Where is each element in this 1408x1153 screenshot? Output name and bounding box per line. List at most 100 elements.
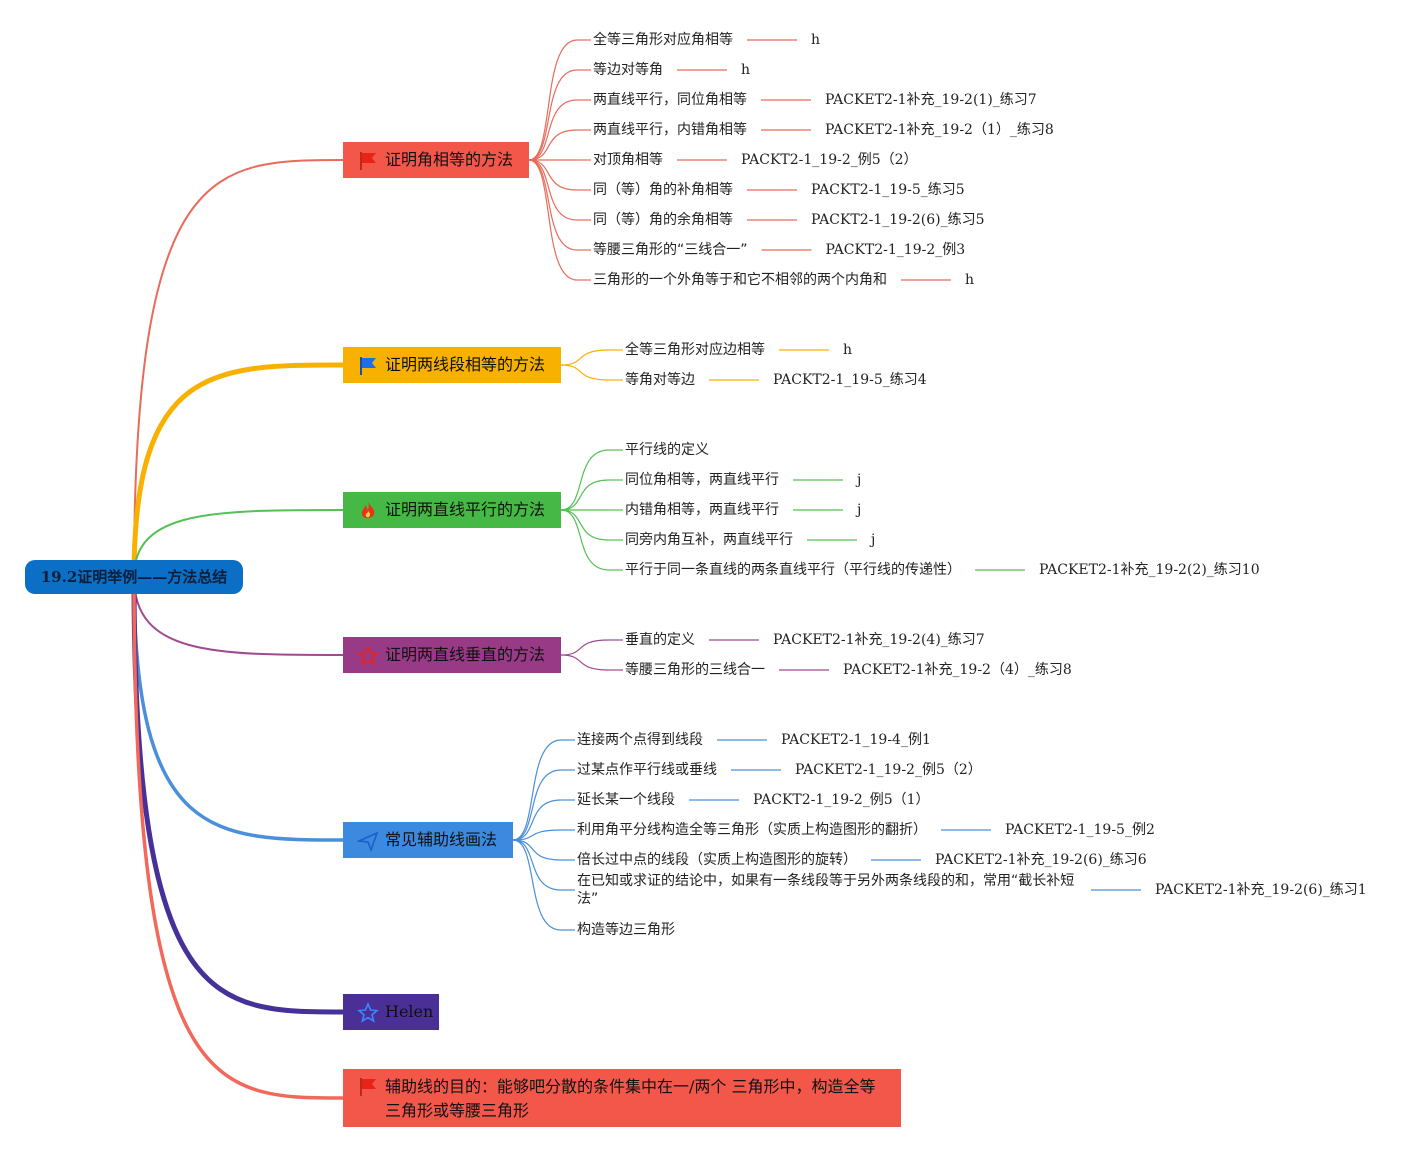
leaf-item[interactable]: 平行于同一条直线的两条直线平行（平行线的传递性） [625,562,961,578]
leaf-connector [560,509,610,571]
leaf-item[interactable]: 过某点作平行线或垂线 [577,762,717,778]
leaf-item[interactable]: 等边对等角 [593,62,663,78]
leaf-item[interactable]: 同（等）角的补角相等 [593,182,733,198]
leaf-item[interactable]: 同旁内角互补，两直线平行 [625,532,793,548]
leaf-item[interactable]: 等腰三角形的“三线合一” [593,242,748,258]
leaf-item[interactable]: 平行线的定义 [625,442,709,458]
reference-label[interactable]: PACKT2-1_19-5_练习4 [772,372,927,388]
reference-label[interactable]: PACKET2-1补充_19-2(1)_练习7 [824,92,1037,108]
leaf-item[interactable]: 连接两个点得到线段 [577,732,703,748]
branch-topic-2[interactable]: 证明两直线平行的方法 [343,492,561,528]
leaf-item[interactable]: 延长某一个线段 [577,792,675,808]
leaf-connector [512,839,562,931]
leaf-item[interactable]: 对顶角相等 [593,152,663,168]
branch-label: 证明两直线平行的方法 [385,500,546,519]
leaf-connector [560,479,610,511]
leaf-item[interactable]: 在已知或求证的结论中，如果有一条线段等于另外两条线段的和，常用“截长补短法” [577,873,1075,907]
branch-connector [133,159,344,578]
leaf-connector [560,449,610,511]
leaf-connector [528,129,578,161]
reference-label[interactable]: PACKT2-1_19-2_例5（1） [752,792,930,808]
leaf-item[interactable]: 同（等）角的余角相等 [593,212,733,228]
leaf-connector [528,159,578,251]
leaf-item[interactable]: 构造等边三角形 [577,922,675,938]
reference-label[interactable]: PACKT2-1_19-2_例5（2） [740,152,918,168]
leaf-item[interactable]: 全等三角形对应角相等 [593,32,733,48]
branch-label: 常见辅助线画法 [385,830,498,849]
leaf-item[interactable]: 倍长过中点的线段（实质上构造图形的旋转） [577,852,857,868]
reference-label[interactable]: PACKET2-1补充_19-2(2)_练习10 [1038,562,1260,578]
leaf-connector [560,509,610,541]
branch-connector [133,509,344,578]
blue-flag-icon [357,354,379,376]
reference-label[interactable]: j [856,502,862,518]
star-icon [357,1001,379,1023]
branch-connector [132,576,344,1100]
send-arrow-icon [355,829,379,853]
leaf-item[interactable]: 三角形的一个外角等于和它不相邻的两个内角和 [593,272,887,288]
leaf-item[interactable]: 同位角相等，两直线平行 [625,472,779,488]
branch-topic-3[interactable]: 证明两直线垂直的方法 [343,637,561,673]
leaf-item[interactable]: 等角对等边 [625,372,695,388]
branch-connector [131,362,344,578]
reference-label[interactable]: PACKET2-1补充_19-2(4)_练习7 [772,632,985,648]
leaf-item[interactable]: 垂直的定义 [625,632,695,648]
reference-label[interactable]: h [964,272,975,288]
reference-label[interactable]: PACKT2-1_19-2_例3 [825,242,966,258]
reference-label[interactable]: PACKET2-1补充_19-2（1）_练习8 [824,122,1054,138]
reference-label[interactable]: PACKT2-1_19-2(6)_练习5 [810,212,985,228]
leaf-item[interactable]: 两直线平行，内错角相等 [593,122,747,138]
red-flag-icon [357,1076,379,1098]
branch-topic-4[interactable]: 常见辅助线画法 [343,822,513,858]
leaf-connector [560,349,610,366]
leaf-connector [512,829,562,841]
branch-topic-0[interactable]: 证明角相等的方法 [343,142,529,178]
leaf-item[interactable]: 两直线平行，同位角相等 [593,92,747,108]
leaf-connector [512,839,562,861]
star-outline-icon [357,644,379,666]
reference-label[interactable]: j [870,532,876,548]
reference-label[interactable]: PACKET2-1补充_19-2（4）_练习8 [842,662,1072,678]
reference-label[interactable]: PACKET2-1_19-2_例5（2） [794,762,982,778]
leaf-connector [512,769,562,841]
reference-label[interactable]: PACKET2-1_19-4_例1 [780,732,931,748]
branch-connector [132,576,344,842]
leaf-connector [528,69,578,161]
reference-label[interactable]: PACKET2-1补充_19-2(6)_练习1 [1155,882,1367,898]
leaf-connector [512,839,562,891]
leaf-item[interactable]: 利用角平分线构造全等三角形（实质上构造图形的翻折） [577,822,927,838]
leaf-connector [512,739,562,841]
branch-connector [131,576,344,1015]
branch-topic-1[interactable]: 证明两线段相等的方法 [343,347,561,383]
leaf-connector [560,654,610,671]
reference-label[interactable]: j [856,472,862,488]
reference-label[interactable]: PACKET2-1_19-5_例2 [1004,822,1155,838]
leaf-connector [528,159,578,191]
reference-label[interactable]: h [740,62,751,78]
reference-label[interactable]: PACKET2-1补充_19-2(6)_练习6 [934,852,1147,868]
leaf-connector [528,39,578,161]
branch-label: 证明两直线垂直的方法 [385,645,546,664]
branch-connector [133,576,344,656]
branch-label: 辅助线的目的：能够吧分散的条件集中在一/两个 三角形中，构造全等三角形或等腰三角… [385,1077,876,1120]
leaf-connector [528,99,578,161]
leaf-item[interactable]: 全等三角形对应边相等 [625,342,765,358]
leaf-item[interactable]: 内错角相等，两直线平行 [625,502,779,518]
branch-topic-6[interactable]: 辅助线的目的：能够吧分散的条件集中在一/两个 三角形中，构造全等三角形或等腰三角… [343,1069,901,1127]
fire-icon [357,499,379,521]
reference-label[interactable]: h [842,342,853,358]
branch-label: 证明角相等的方法 [385,150,514,169]
leaf-connector [560,639,610,656]
reference-label[interactable]: h [810,32,821,48]
reference-label[interactable]: PACKT2-1_19-5_练习5 [810,182,965,198]
leaf-item[interactable]: 等腰三角形的三线合一 [625,662,765,678]
leaf-connector [560,364,610,381]
leaf-connector [528,159,578,281]
branch-label: Helen [385,1002,434,1021]
root-topic[interactable]: 19.2证明举例——方法总结 [25,560,243,594]
leaf-connector [512,799,562,841]
branch-topic-5[interactable]: Helen [343,994,439,1030]
red-flag-icon [357,149,379,171]
branch-label: 证明两线段相等的方法 [385,355,546,374]
